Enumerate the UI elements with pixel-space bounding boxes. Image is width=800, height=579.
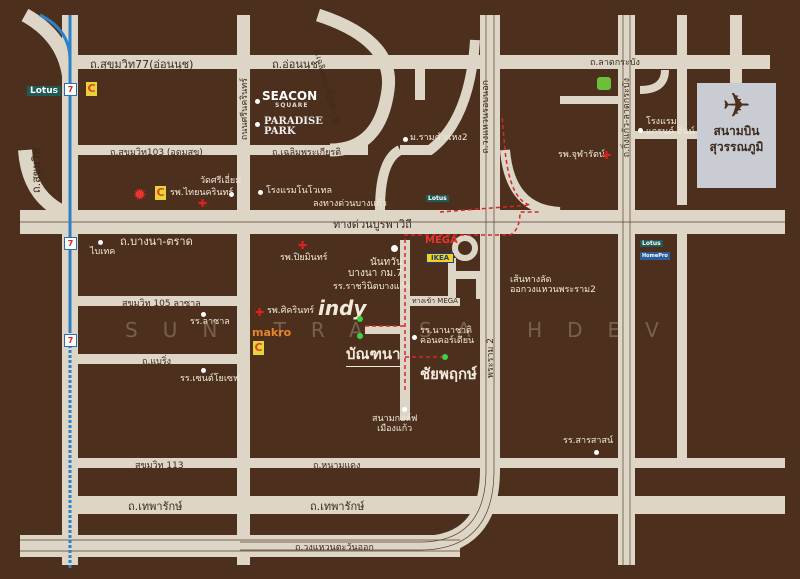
road-bearing <box>78 354 238 364</box>
lotus-logo-small: Lotus <box>640 240 663 247</box>
place-biotech: ไบเทค <box>90 247 116 257</box>
road-kingkaew <box>618 15 635 565</box>
place-dot <box>638 128 643 133</box>
label-kingkaew: ถ.กิ่งแก้ว-ลาดกระบัง <box>622 78 632 158</box>
label-chalermprakiat: ถ.เฉลิมพระเกียรติ <box>272 148 342 158</box>
hospital-icon: ✚ <box>602 149 612 162</box>
place-thainakarin-hospital: รพ.ไทยนครินทร์ <box>170 188 234 198</box>
place-sarasas: รร.สารสาสน์ <box>563 436 614 446</box>
label-onnut: ถ.อ่อนนุช <box>272 58 318 71</box>
hospital-icon: ✚ <box>298 239 308 252</box>
homepro-logo: HomePro <box>640 252 670 260</box>
lotus-logo: Lotus <box>27 86 61 96</box>
seacon-logo: SEACON <box>262 89 318 103</box>
label-rama2: พระราม 2 <box>486 338 496 379</box>
route-to-project <box>365 114 540 390</box>
place-dot <box>201 312 206 317</box>
place-st-joseph: รร.เซนต์โยเซฟ <box>180 374 240 384</box>
road-kanchanaphisek <box>240 15 500 556</box>
place-nanthawan: นันทวัน บางนา กม.7 <box>348 257 403 279</box>
project-marker <box>357 333 363 339</box>
bigc-logo: C <box>155 186 166 200</box>
place-dot <box>391 245 398 252</box>
place-dot <box>402 407 407 412</box>
label-sukhumvit105: สุขุมวิท 105 ลาซาล <box>122 299 201 309</box>
seven-eleven-icon: 7 <box>64 237 77 250</box>
place-dot <box>255 122 260 127</box>
place-chularat-hospital: รพ.จุฬารัตน์ <box>558 150 605 160</box>
airport-box: ✈ สนามบิน สุวรรณภูมิ <box>697 83 776 188</box>
carrefour-icon: ✹ <box>133 185 147 204</box>
watermark: SUN TRA SA HDEV <box>125 318 684 342</box>
place-dot <box>229 192 234 197</box>
hospital-icon: ✚ <box>255 306 265 319</box>
place-dot <box>201 368 206 373</box>
hospital-icon: ✚ <box>198 197 208 210</box>
place-dot <box>412 335 417 340</box>
place-ratchawinit: รร.ราชวินิตบางแก้ว <box>333 282 411 292</box>
road-sukhumvit113 <box>78 458 785 468</box>
project-marker <box>442 354 448 360</box>
place-wat-si-iam: วัดศรีเอี่ยม <box>200 176 242 186</box>
place-lasalle-school: รร.ลาซาล <box>190 317 230 327</box>
place-golf: สนามกอล์ฟ เมืองแก้ว <box>372 414 418 434</box>
label-sukhumvit77: ถ.สุขุมวิท77(อ่อนนุช) <box>90 58 194 71</box>
label-kanchanaphisek: ถ.วงแหวนรอบนอก <box>481 80 491 154</box>
label-sukhumvit: ถ.สุขุมวิท <box>30 148 43 194</box>
label-bangna-trat: ถ.บางนา-ตราด <box>120 235 193 248</box>
project-marker <box>357 316 363 322</box>
mega-logo: MEGA <box>425 235 458 246</box>
ikea-logo: IKEA <box>426 253 455 263</box>
paradise-park-logo: PARADISE PARK <box>264 116 323 137</box>
label-sukhumvit113: สุขุมวิท 113 <box>135 461 184 471</box>
label-kanchanaphisek-south: ถ.วงแหวนตะวันออก <box>295 543 374 553</box>
green-brand-icon <box>597 77 611 90</box>
road-sukhumvit105 <box>78 296 238 306</box>
label-sukhumvit103: ถ.สุขุมวิท103 (อุดมสุข) <box>110 148 203 158</box>
place-dot <box>403 137 408 142</box>
label-theparak-west: ถ.เทพารักษ์ <box>128 500 183 513</box>
airport-name: สนามบิน สุวรรณภูมิ <box>709 124 764 155</box>
seven-eleven-icon: 7 <box>64 83 77 96</box>
road-theparak <box>78 496 785 514</box>
lotus-logo-small: Lotus <box>426 195 449 202</box>
project-bannthana[interactable]: บัณฑนา <box>346 342 401 367</box>
label-srinakarin: ถนนศรีนครินทร์ <box>240 78 250 141</box>
place-novotel: โรงแรมโนโวเทล <box>266 186 333 196</box>
bigc-logo: C <box>253 341 264 355</box>
place-dot <box>98 240 103 245</box>
place-dot <box>255 99 260 104</box>
bigc-logo: C <box>86 82 97 96</box>
place-dot <box>258 190 263 195</box>
place-dot <box>594 450 599 455</box>
place-concordian: รร.นานาชาติ คอนคอร์เดียน <box>420 326 475 346</box>
place-sikarin-hospital: รพ.ศิครินทร์ <box>267 306 315 316</box>
makro-logo: makro <box>252 326 292 339</box>
road-sukhumvit103 <box>78 145 368 155</box>
label-mega-road: ทางเข้า MEGA <box>410 297 460 306</box>
project-chaiyaphruek[interactable]: ชัยพฤกษ์ <box>420 365 477 383</box>
label-nammaeng: ถ.หนามแดง <box>313 461 361 471</box>
label-burapha-withi: ทางด่วนบูรพาวิถี <box>333 218 412 231</box>
place-ramkhamhaeng2: ม.รามคำแหง2 <box>410 133 468 143</box>
seacon-sub: SQUARE <box>275 102 309 109</box>
seven-eleven-icon: 7 <box>64 334 77 347</box>
road-srinakarin <box>237 15 250 565</box>
place-piyamin-hospital: รพ.ปิยมินทร์ <box>280 253 328 263</box>
airplane-icon: ✈ <box>722 86 751 126</box>
label-bangkaew-exit: ลงทางด่วนบางแก้ว <box>313 199 387 209</box>
label-shortcut: เส้นทางลัด ออกวงแหวนพระราม2 <box>510 275 596 295</box>
place-grand-inn: โรงแรม แกรนด์ อินน์ <box>646 117 695 137</box>
label-latkrabang: ถ.ลาดกระบัง <box>590 58 640 68</box>
road-chalermprakiat <box>315 8 396 157</box>
label-bearing: ถ.แบริ่ง <box>142 357 172 367</box>
label-theparak-east: ถ.เทพารักษ์ <box>310 500 365 513</box>
